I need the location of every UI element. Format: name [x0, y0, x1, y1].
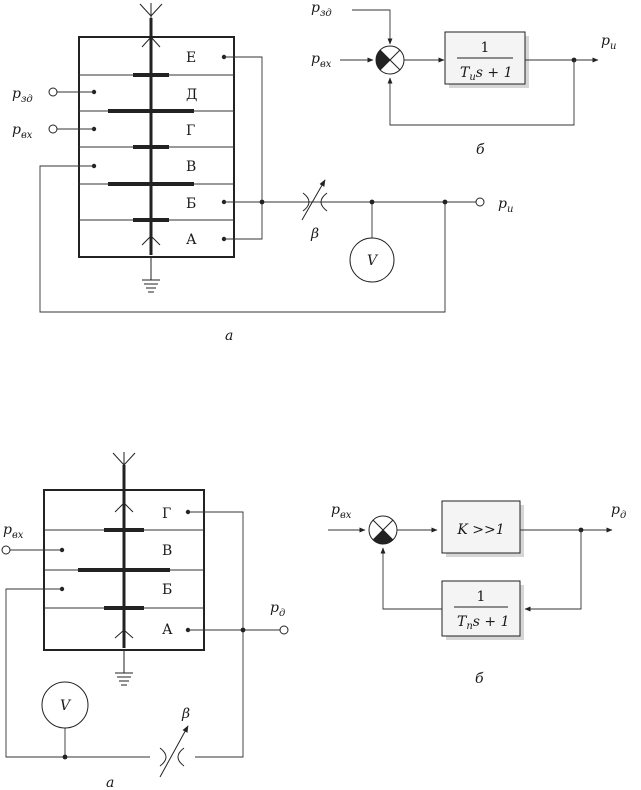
top-summing-junction-icon: [375, 45, 405, 75]
bottom-block-diagram: pвх K >>1 1 Tпs + 1 pд б: [328, 500, 626, 687]
bottom-bd-label-p-d: pд: [611, 502, 626, 521]
top-rigid-centers: [108, 73, 194, 222]
bottom-chamber-V: В: [162, 543, 172, 559]
top-gauge-label: V: [367, 253, 379, 269]
top-block-denominator: Tиs + 1: [460, 65, 513, 83]
bottom-gain-label: K >>1: [456, 522, 504, 538]
bottom-ground-icon: [115, 650, 133, 686]
top-chamber-B: Б: [186, 196, 196, 212]
top-nozzle: [139, 3, 163, 17]
bottom-chamber-A: А: [162, 622, 173, 638]
bottom-label-beta: β: [181, 706, 190, 722]
bottom-bd-label-p-vx: pвх: [331, 502, 352, 521]
top-label-p-i: pи: [498, 196, 513, 215]
top-block-diagram: pзд pвх 1 Tиs + 1 pи б: [311, 0, 616, 158]
top-chamber-E: Е: [186, 50, 196, 66]
top-port-p-vx[interactable]: [48, 124, 58, 134]
top-port-p-i[interactable]: [475, 197, 485, 207]
bottom-gauge-label: V: [60, 698, 72, 714]
top-wiring: [39, 56, 476, 313]
bottom-schematic: Г В Б А pвх pд V β а: [1, 452, 289, 790]
bottom-chamber-B: Б: [162, 582, 172, 598]
top-chamber-G: Г: [186, 123, 195, 139]
bottom-variable-throttle-icon: [159, 725, 189, 778]
top-gauge-icon: [349, 237, 395, 283]
bottom-summing-junction-icon: [368, 515, 398, 545]
bottom-caption-a: а: [106, 775, 114, 790]
top-label-beta: β: [310, 226, 319, 242]
top-bd-label-p-i: pи: [601, 33, 616, 52]
bottom-chamber-G: Г: [162, 506, 171, 522]
bottom-port-p-vx[interactable]: [1, 545, 11, 555]
top-port-p-zd[interactable]: [48, 87, 58, 97]
bottom-nozzle: [112, 452, 136, 466]
bottom-caption-b: б: [475, 671, 484, 687]
bottom-port-p-d[interactable]: [279, 625, 289, 635]
top-chamber-V: В: [186, 159, 196, 175]
top-label-p-zd: pзд: [12, 86, 33, 105]
bottom-gauge-icon: [41, 681, 89, 729]
top-bd-label-p-zd: pзд: [311, 0, 332, 19]
top-variable-throttle-icon: [301, 179, 328, 221]
top-schematic: Е Д Г В Б А pзд pвх pи: [12, 3, 513, 344]
bottom-block-numerator: 1: [477, 589, 486, 605]
bottom-label-p-d: pд: [270, 600, 285, 619]
bottom-rigid-centers: [78, 528, 170, 610]
bottom-feedback-block: [441, 580, 521, 637]
bottom-block-denominator: Tпs + 1: [457, 614, 510, 632]
top-caption-a: а: [225, 328, 233, 344]
top-chamber-D: Д: [186, 87, 197, 103]
top-bd-label-p-vx: pвх: [311, 51, 332, 70]
top-block-numerator: 1: [481, 40, 490, 56]
bottom-label-p-vx: pвх: [3, 522, 24, 541]
top-label-p-vx: pвх: [12, 122, 33, 141]
bottom-wiring: [5, 511, 280, 758]
top-ground-icon: [142, 257, 160, 293]
top-chamber-A: А: [186, 232, 197, 248]
bottom-gain-block: [441, 500, 521, 554]
top-caption-b: б: [476, 142, 485, 158]
